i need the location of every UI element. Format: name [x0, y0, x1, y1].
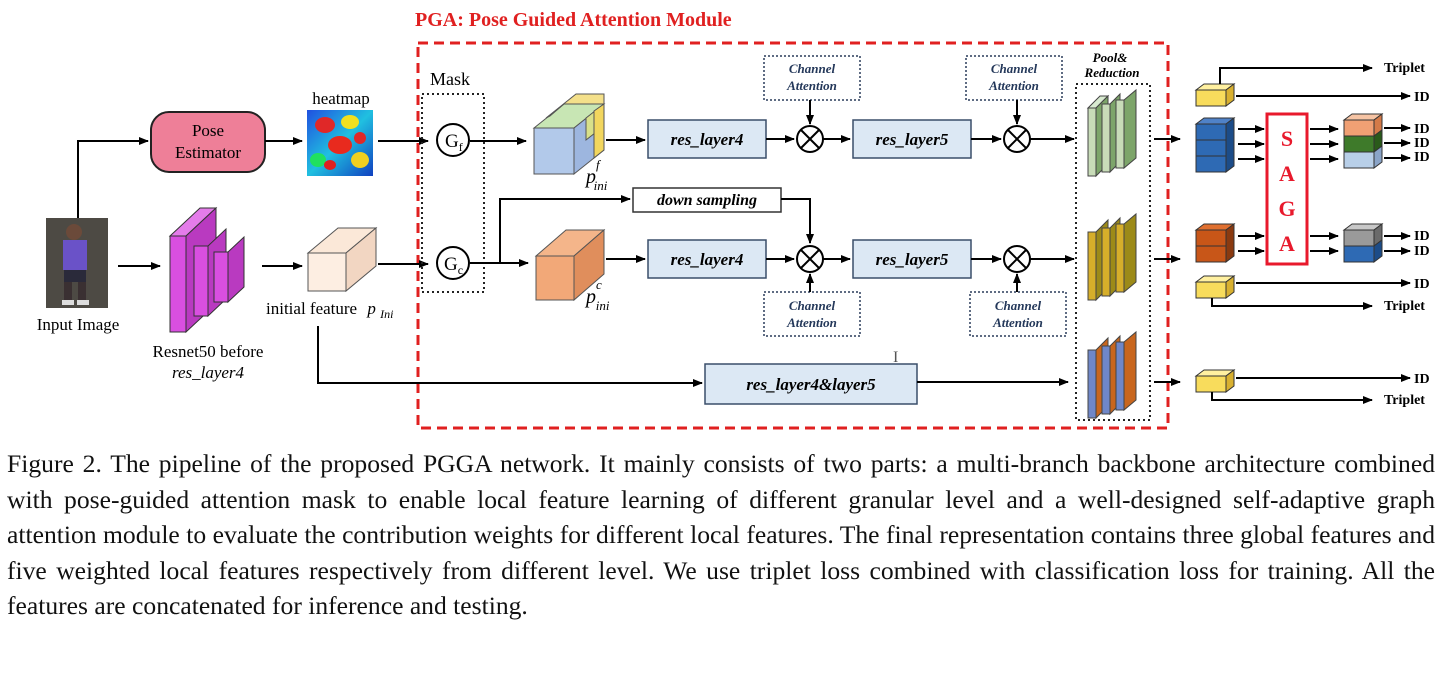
pf-cube [532, 93, 606, 176]
initial-feature-label: initial feature p Ini [266, 299, 393, 321]
res-layer45-box [704, 363, 918, 405]
id-label-bottom: ID [1414, 372, 1430, 387]
down-sampling-box [632, 187, 782, 213]
res-layer5-top [852, 119, 972, 159]
pool-label-1: Pool& [1093, 50, 1128, 65]
channel-attention-1 [763, 55, 861, 101]
multiply-top-1 [796, 125, 824, 153]
down-sampling-label: down sampling [657, 192, 757, 209]
mask-label: Mask [430, 69, 470, 89]
heatmap-image [307, 110, 373, 176]
global-feature-top [1194, 83, 1236, 107]
res-layer5-mid-label: res_layer5 [876, 250, 949, 269]
svg-text:Gc: Gc [444, 254, 463, 277]
resnet50-stack [168, 206, 245, 334]
triplet-label-top: Triplet [1384, 61, 1425, 76]
global-feature-mid [1194, 275, 1236, 299]
arrow-down-sampling-to-mult [781, 198, 814, 244]
arrow-bottom-triplet [1211, 392, 1373, 404]
res-layer4-top-label: res_layer4 [671, 130, 744, 149]
arrow-to-down-sampling [499, 195, 631, 263]
initial-feature-cube [306, 226, 378, 293]
triplet-label-bottom: Triplet [1384, 393, 1425, 408]
res-layer5-mid [852, 239, 972, 279]
gate-c: Gc [436, 246, 470, 280]
multiply-mid-1 [796, 245, 824, 273]
pose-estimator-label-1: Pose [192, 121, 224, 140]
pool-reduction-box [1075, 83, 1151, 421]
module-title: PGA: Pose Guided Attention Module [415, 9, 732, 31]
channel-attention-4-line2: Attention [992, 315, 1043, 330]
input-image-label: Input Image [37, 315, 120, 334]
svg-text:Gf: Gf [445, 131, 463, 154]
saga-letter-3: G [1278, 196, 1295, 221]
pipeline-figure: PGA: Pose Guided Attention Module Input … [37, 9, 1430, 430]
id-label-wt1: ID [1414, 122, 1430, 137]
saga-letter-2: A [1279, 161, 1295, 186]
triplet-label-mid: Triplet [1384, 299, 1425, 314]
res-layer5-top-label: res_layer5 [876, 130, 949, 149]
heatmap-label: heatmap [312, 89, 370, 108]
weighted-features-top [1342, 113, 1384, 169]
pc-cube [534, 228, 606, 302]
pga-module-border [416, 41, 1170, 430]
figure-caption: Figure 2. The pipeline of the proposed P… [7, 449, 1435, 621]
channel-attention-1-line2: Attention [786, 78, 837, 93]
mask-box [421, 93, 485, 293]
pool-feature-bottom [1087, 330, 1137, 420]
saga-box [1265, 112, 1309, 266]
pool-feature-mid [1087, 212, 1137, 302]
multiply-top-2 [1003, 125, 1031, 153]
pool-label-2: Reduction [1084, 65, 1140, 80]
arrow-mid-triplet [1211, 298, 1373, 310]
channel-attention-3 [763, 291, 861, 337]
channel-attention-4 [969, 291, 1067, 337]
channel-attention-4-line1: Channel [995, 298, 1042, 313]
pool-feature-top [1086, 88, 1137, 178]
arrow-input-to-estimator [77, 137, 149, 218]
channel-attention-3-line1: Channel [789, 298, 836, 313]
resnet-label-1: Resnet50 before [153, 342, 264, 361]
id-label-top: ID [1414, 90, 1430, 105]
local-features-top [1194, 117, 1236, 173]
id-label-wt2: ID [1414, 136, 1430, 151]
res-layer45-label: res_layer4&layer5 [746, 375, 876, 394]
channel-attention-3-line2: Attention [786, 315, 837, 330]
id-label-wt3: ID [1414, 150, 1430, 165]
saga-letter-4: A [1279, 231, 1295, 256]
weighted-features-mid [1342, 223, 1384, 263]
global-feature-bottom [1194, 369, 1236, 393]
saga-letter-1: S [1281, 126, 1293, 151]
res-layer4-mid-label: res_layer4 [671, 250, 744, 269]
input-image [46, 218, 108, 308]
gate-f: Gf [436, 123, 470, 157]
arrow-top-triplet [1219, 64, 1373, 84]
id-label-mid: ID [1414, 277, 1430, 292]
local-features-mid [1194, 223, 1236, 263]
res-layer4-top [647, 119, 767, 159]
channel-attention-2 [965, 55, 1063, 101]
pose-estimator-label-2: Estimator [175, 143, 241, 162]
id-label-wm1: ID [1414, 229, 1430, 244]
arrow-feature-to-res45 [317, 326, 703, 387]
channel-attention-1-line1: Channel [789, 61, 836, 76]
id-label-wm2: ID [1414, 244, 1430, 259]
multiply-mid-2 [1003, 245, 1031, 273]
channel-attention-2-line1: Channel [991, 61, 1038, 76]
cursor-glyph: I [893, 349, 898, 366]
resnet-label-2: res_layer4 [172, 363, 245, 382]
channel-attention-2-line2: Attention [988, 78, 1039, 93]
